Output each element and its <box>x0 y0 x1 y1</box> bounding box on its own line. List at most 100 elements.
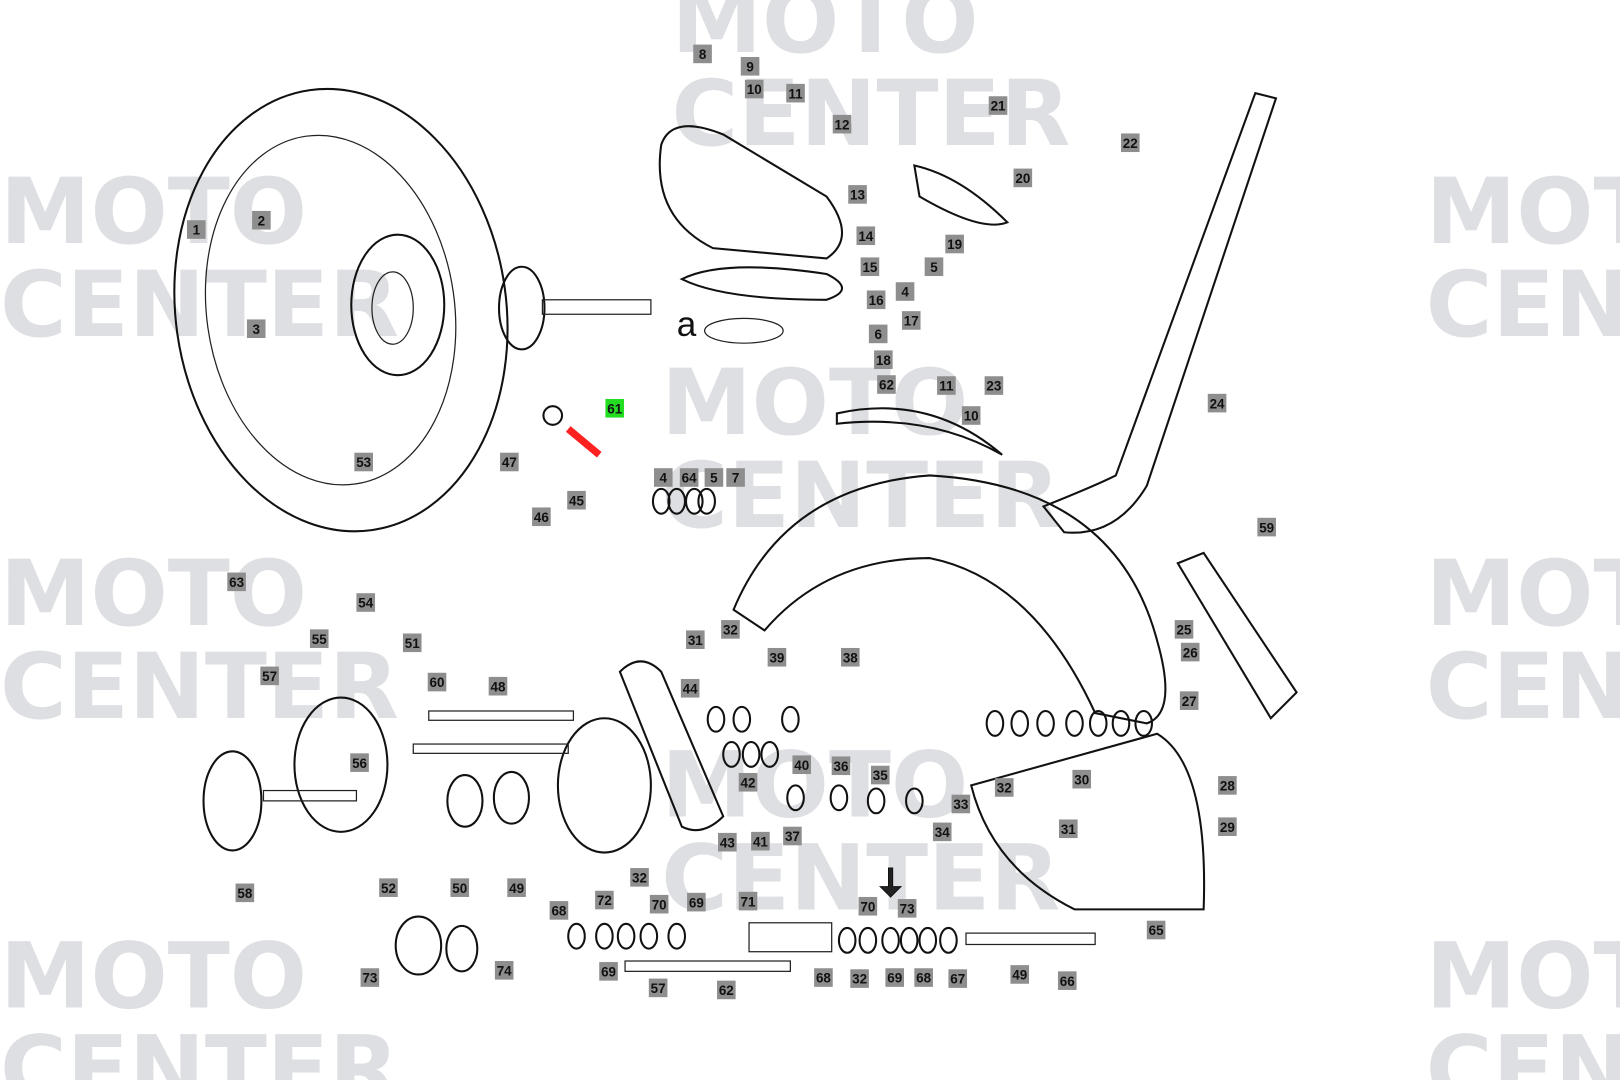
callout-label[interactable]: 43 <box>718 832 737 852</box>
callout-label[interactable]: 72 <box>595 890 614 910</box>
callout-label[interactable]: 10 <box>961 406 981 425</box>
callout-label[interactable]: 32 <box>721 620 740 639</box>
callout-label[interactable]: 44 <box>680 678 700 698</box>
callout-label[interactable]: 70 <box>649 894 669 914</box>
callout-label[interactable]: 51 <box>402 633 422 653</box>
callout-label[interactable]: 36 <box>831 756 851 776</box>
callout-label[interactable]: 49 <box>507 878 526 897</box>
callout-label[interactable]: 49 <box>1010 965 1030 984</box>
callout-label[interactable]: 68 <box>914 968 933 987</box>
callout-label[interactable]: 73 <box>360 968 380 987</box>
callout-label[interactable]: 29 <box>1218 817 1237 837</box>
callout-label[interactable]: 32 <box>994 778 1014 797</box>
callout-label[interactable]: 13 <box>848 185 867 204</box>
callout-label[interactable]: 69 <box>687 892 706 912</box>
callout-label[interactable]: 52 <box>379 878 398 897</box>
label-number: 39 <box>769 650 784 665</box>
callout-label[interactable]: 31 <box>686 630 705 649</box>
callout-label[interactable]: 1 <box>187 220 206 239</box>
callout-label[interactable]: 68 <box>549 901 569 920</box>
callout-label[interactable]: 66 <box>1057 971 1077 990</box>
callout-label[interactable]: 62 <box>877 375 896 394</box>
callout-label[interactable]: 67 <box>948 969 968 988</box>
callout-label[interactable]: 42 <box>738 772 758 792</box>
callout-label[interactable]: 41 <box>751 831 770 851</box>
label-box <box>951 794 971 814</box>
callout-label[interactable]: 57 <box>648 978 668 998</box>
callout-label[interactable]: 5 <box>704 468 724 487</box>
callout-label[interactable]: 7 <box>726 468 745 487</box>
callout-label[interactable]: 62 <box>717 980 736 1000</box>
callout-label[interactable]: 23 <box>984 376 1004 395</box>
callout-label[interactable]: 69 <box>885 968 905 987</box>
callout-label[interactable]: 50 <box>450 878 470 897</box>
callout-label[interactable]: 71 <box>738 891 758 911</box>
callout-label[interactable]: 6 <box>868 324 888 344</box>
callout-label[interactable]: 39 <box>767 647 787 667</box>
callout-label[interactable]: 3 <box>246 319 266 339</box>
selected-part-61[interactable] <box>565 426 602 458</box>
callout-label[interactable]: 22 <box>1120 133 1140 153</box>
callout-label[interactable]: 46 <box>532 507 551 527</box>
callout-label-highlighted[interactable]: 61 <box>605 398 625 418</box>
callout-label[interactable]: 32 <box>630 868 649 887</box>
callout-label[interactable]: 4 <box>653 468 673 487</box>
callout-label[interactable]: 5 <box>924 257 944 277</box>
callout-label[interactable]: 10 <box>744 79 764 99</box>
callout-label[interactable]: 16 <box>866 290 886 310</box>
callout-label[interactable]: 60 <box>427 672 447 692</box>
label-box <box>783 826 802 846</box>
callout-label[interactable]: 69 <box>599 962 618 981</box>
callout-label[interactable]: 64 <box>679 468 699 487</box>
callout-label[interactable]: 37 <box>783 826 802 846</box>
callout-label[interactable]: 18 <box>874 350 893 370</box>
label-number: 21 <box>991 99 1006 114</box>
callout-label[interactable]: 45 <box>567 490 586 510</box>
callout-label[interactable]: 26 <box>1180 642 1200 662</box>
callout-label[interactable]: 68 <box>814 968 833 987</box>
callout-label[interactable]: 73 <box>897 899 917 918</box>
callout-label[interactable]: 31 <box>1058 819 1078 839</box>
callout-label[interactable]: 65 <box>1146 920 1166 940</box>
callout-label[interactable]: 55 <box>309 629 329 648</box>
callout-label[interactable]: 58 <box>235 883 255 903</box>
callout-label[interactable]: 47 <box>500 452 519 472</box>
callout-label[interactable]: 11 <box>786 83 805 103</box>
label-number: 73 <box>362 971 377 986</box>
callout-label[interactable]: 70 <box>858 896 878 916</box>
callout-label[interactable]: 19 <box>945 234 964 254</box>
callout-label[interactable]: 34 <box>932 822 952 842</box>
callout-label[interactable]: 20 <box>1013 168 1033 188</box>
callout-label[interactable]: 35 <box>870 765 890 785</box>
callout-label[interactable]: 24 <box>1207 393 1227 413</box>
callout-label[interactable]: 32 <box>850 969 869 988</box>
callout-label[interactable]: 57 <box>260 666 279 686</box>
watermark-text: CENTER <box>0 1017 399 1080</box>
callout-label[interactable]: 4 <box>895 282 915 301</box>
callout-label[interactable]: 38 <box>840 647 860 667</box>
callout-label[interactable]: 53 <box>354 452 373 472</box>
callout-label[interactable]: 12 <box>832 114 852 134</box>
callout-label[interactable]: 9 <box>740 56 760 76</box>
callout-label[interactable]: 17 <box>901 311 921 330</box>
callout-label[interactable]: 74 <box>494 961 514 980</box>
callout-label[interactable]: 63 <box>227 572 246 592</box>
callout-label[interactable]: 33 <box>951 794 971 814</box>
callout-label[interactable]: 40 <box>792 755 812 775</box>
callout-label[interactable]: 54 <box>356 593 376 612</box>
callout-label[interactable]: 48 <box>488 676 508 696</box>
callout-label[interactable]: 30 <box>1072 769 1092 789</box>
callout-label[interactable]: 59 <box>1257 517 1276 537</box>
callout-label[interactable]: 15 <box>860 257 880 277</box>
callout-label[interactable]: 28 <box>1218 776 1237 795</box>
callout-label[interactable]: 25 <box>1174 620 1194 639</box>
callout-label[interactable]: 27 <box>1179 691 1199 710</box>
callout-label[interactable]: 2 <box>252 210 271 230</box>
callout-label[interactable]: 21 <box>988 96 1008 115</box>
callout-label[interactable]: 8 <box>693 44 712 64</box>
callout-label[interactable]: 56 <box>350 753 369 772</box>
callout-label[interactable]: 11 <box>937 376 956 395</box>
callout-label[interactable]: 14 <box>856 226 876 246</box>
washer <box>684 487 704 515</box>
washer <box>837 926 857 954</box>
